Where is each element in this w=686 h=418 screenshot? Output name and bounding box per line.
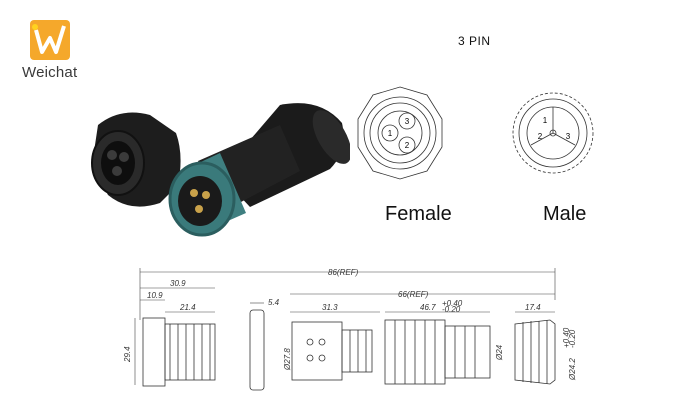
female-face-diagram: 3 1 2 — [357, 86, 443, 180]
cable-plug-image — [168, 103, 350, 237]
dim-29-4: 29.4 — [123, 346, 132, 363]
dim-24-2: Ø24.2 — [568, 358, 577, 381]
dim-overall: 86(REF) — [328, 268, 359, 277]
female-pin-1: 1 — [388, 129, 393, 138]
dim-27-8: Ø27.8 — [283, 348, 292, 371]
nut-side-view — [249, 309, 265, 391]
logo-mark-icon — [30, 20, 70, 60]
dim-5-4: 5.4 — [268, 298, 280, 307]
plug-body-view — [384, 319, 491, 385]
dim-31-3: 31.3 — [322, 303, 338, 312]
brand-logo — [28, 18, 72, 62]
dim-66: 66(REF) — [398, 290, 429, 299]
dim-46-7-tol-upper: +0.40 — [442, 299, 463, 308]
plug-front-view — [291, 321, 373, 381]
female-pin-2: 2 — [405, 141, 410, 150]
dim-46-7-tol-lower: -0.20 — [442, 305, 461, 314]
dim-21-4: 21.4 — [179, 303, 196, 312]
connector-product-image — [91, 103, 350, 237]
dim-46-7: 46.7 — [420, 303, 436, 312]
panel-socket-image — [91, 112, 181, 207]
male-pin-1: 1 — [543, 116, 548, 125]
female-label: Female — [385, 203, 452, 225]
socket-side-view — [142, 317, 216, 387]
male-face-diagram: 1 2 3 — [512, 92, 594, 174]
dim-24-2-tol-upper: +0.40 — [562, 327, 571, 348]
dim-10-9: 10.9 — [147, 291, 163, 300]
dimension-drawing: 86(REF) 30.9 10.9 21.4 29.4 5.4 66(REF) … — [123, 268, 577, 391]
dim-17-4: 17.4 — [525, 303, 541, 312]
plug-nut-view — [514, 319, 556, 385]
male-label: Male — [543, 203, 587, 225]
female-pin-3: 3 — [405, 117, 410, 126]
dim-24: Ø24 — [495, 344, 504, 361]
pin-count-title: 3 PIN — [458, 34, 491, 48]
dim-30-9: 30.9 — [170, 279, 186, 288]
brand-name: Weichat — [22, 64, 78, 81]
dim-24-2-tol-lower: -0.20 — [568, 329, 577, 348]
male-pin-2: 2 — [538, 132, 543, 141]
male-pin-3: 3 — [566, 132, 571, 141]
